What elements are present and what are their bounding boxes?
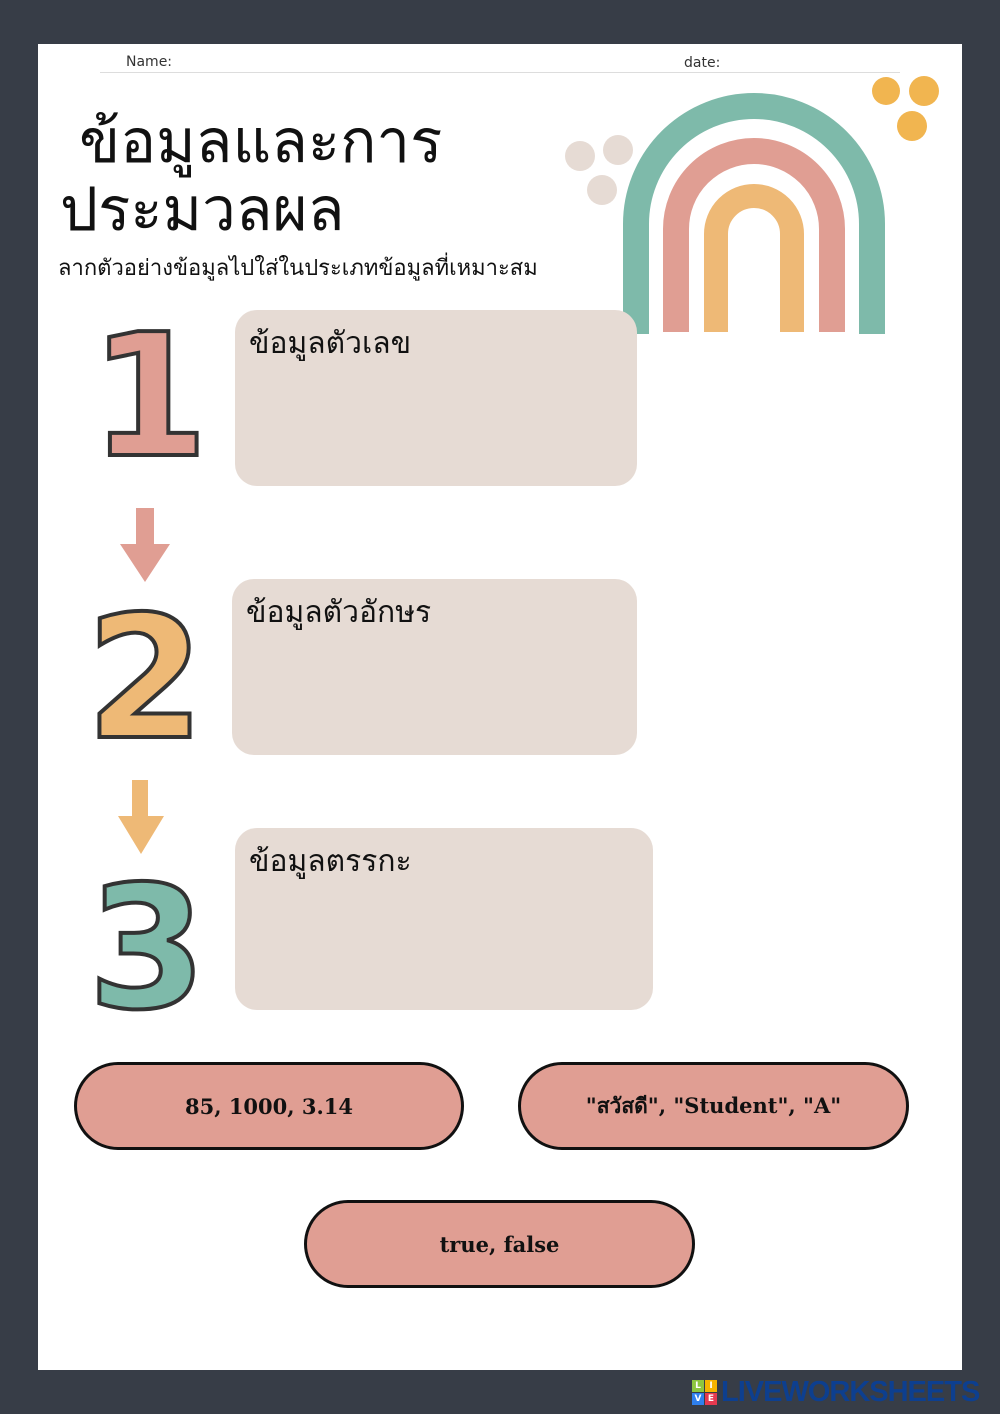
page-title: ข้อมูลและการ ประมวลผล <box>60 108 442 244</box>
instruction-text: ลากตัวอย่างข้อมูลไปใส่ในประเภทข้อมูลที่เ… <box>58 256 538 281</box>
step-number-2: 2 <box>84 580 206 778</box>
name-label: Name: <box>126 54 173 70</box>
title-line-2: ประมวลผล <box>60 175 345 245</box>
brand-text: LIVEWORKSHEETS <box>721 1376 980 1408</box>
step-number-3: 3 <box>86 850 208 1048</box>
arrow-down-icon <box>120 508 170 582</box>
header-line <box>100 72 900 73</box>
drop-zone-numeric[interactable]: ข้อมูลตัวเลข <box>235 310 637 486</box>
zone-label: ข้อมูลตัวเลข <box>249 326 412 361</box>
drop-zone-text[interactable]: ข้อมูลตัวอักษร <box>232 579 637 755</box>
worksheet-page: Name: date: ข้อมูลและการ ประมวลผล ลากตัว… <box>38 44 962 1370</box>
answer-chip-booleans[interactable]: true, false <box>304 1200 695 1288</box>
arrow-down-icon <box>118 780 164 854</box>
answer-chip-numbers[interactable]: 85, 1000, 3.14 <box>74 1062 464 1150</box>
zone-label: ข้อมูลตรรกะ <box>249 844 412 879</box>
answer-chip-strings[interactable]: "สวัสดี", "Student", "A" <box>518 1062 909 1150</box>
rainbow-decoration <box>565 76 939 334</box>
title-line-1: ข้อมูลและการ <box>60 107 443 177</box>
date-label: date: <box>684 55 721 71</box>
step-number-1: 1 <box>88 298 210 496</box>
zone-label: ข้อมูลตัวอักษร <box>246 595 432 630</box>
drop-zone-boolean[interactable]: ข้อมูลตรรกะ <box>235 828 653 1010</box>
